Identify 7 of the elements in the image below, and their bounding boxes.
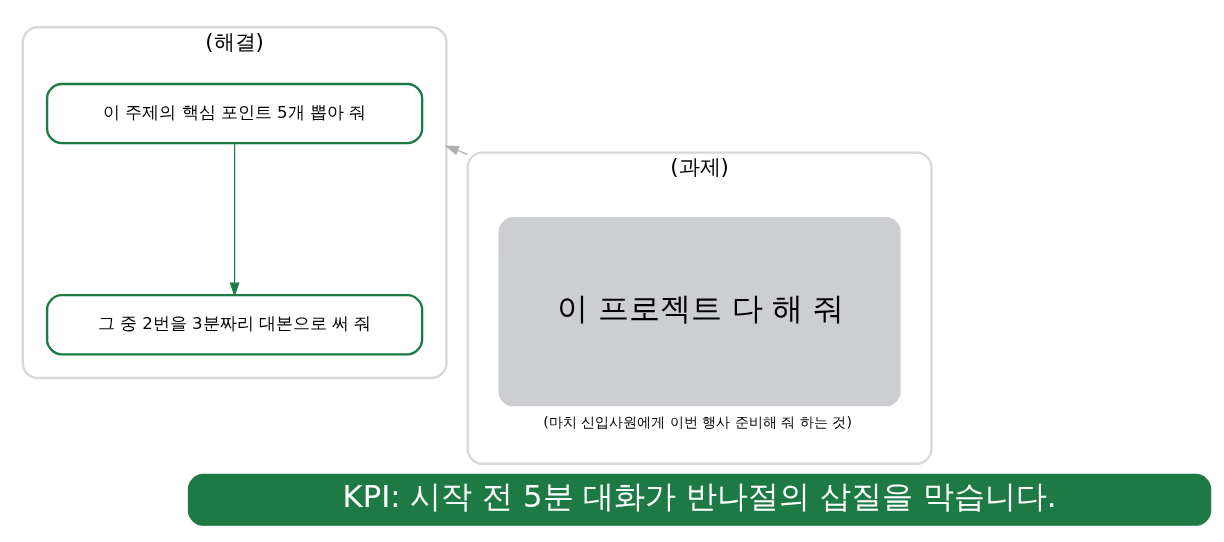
node-box: KPI: 시작 전 5분 대화가 반나절의 삽질을 막습니다. [187, 473, 1212, 526]
node-box: 이 주제의 핵심 포인트 5개 뽑아 줘 [45, 82, 424, 144]
arrow [444, 145, 469, 155]
arrow [229, 142, 240, 297]
node-box: 이 프로젝트 다 해 줘 [498, 216, 901, 406]
node-label: (마치 신입사원에게 이번 행사 준비해 줘 하는 것) [543, 413, 853, 430]
node-box: 그 중 2번을 3분짜리 대본으로 써 줘 [45, 293, 424, 355]
